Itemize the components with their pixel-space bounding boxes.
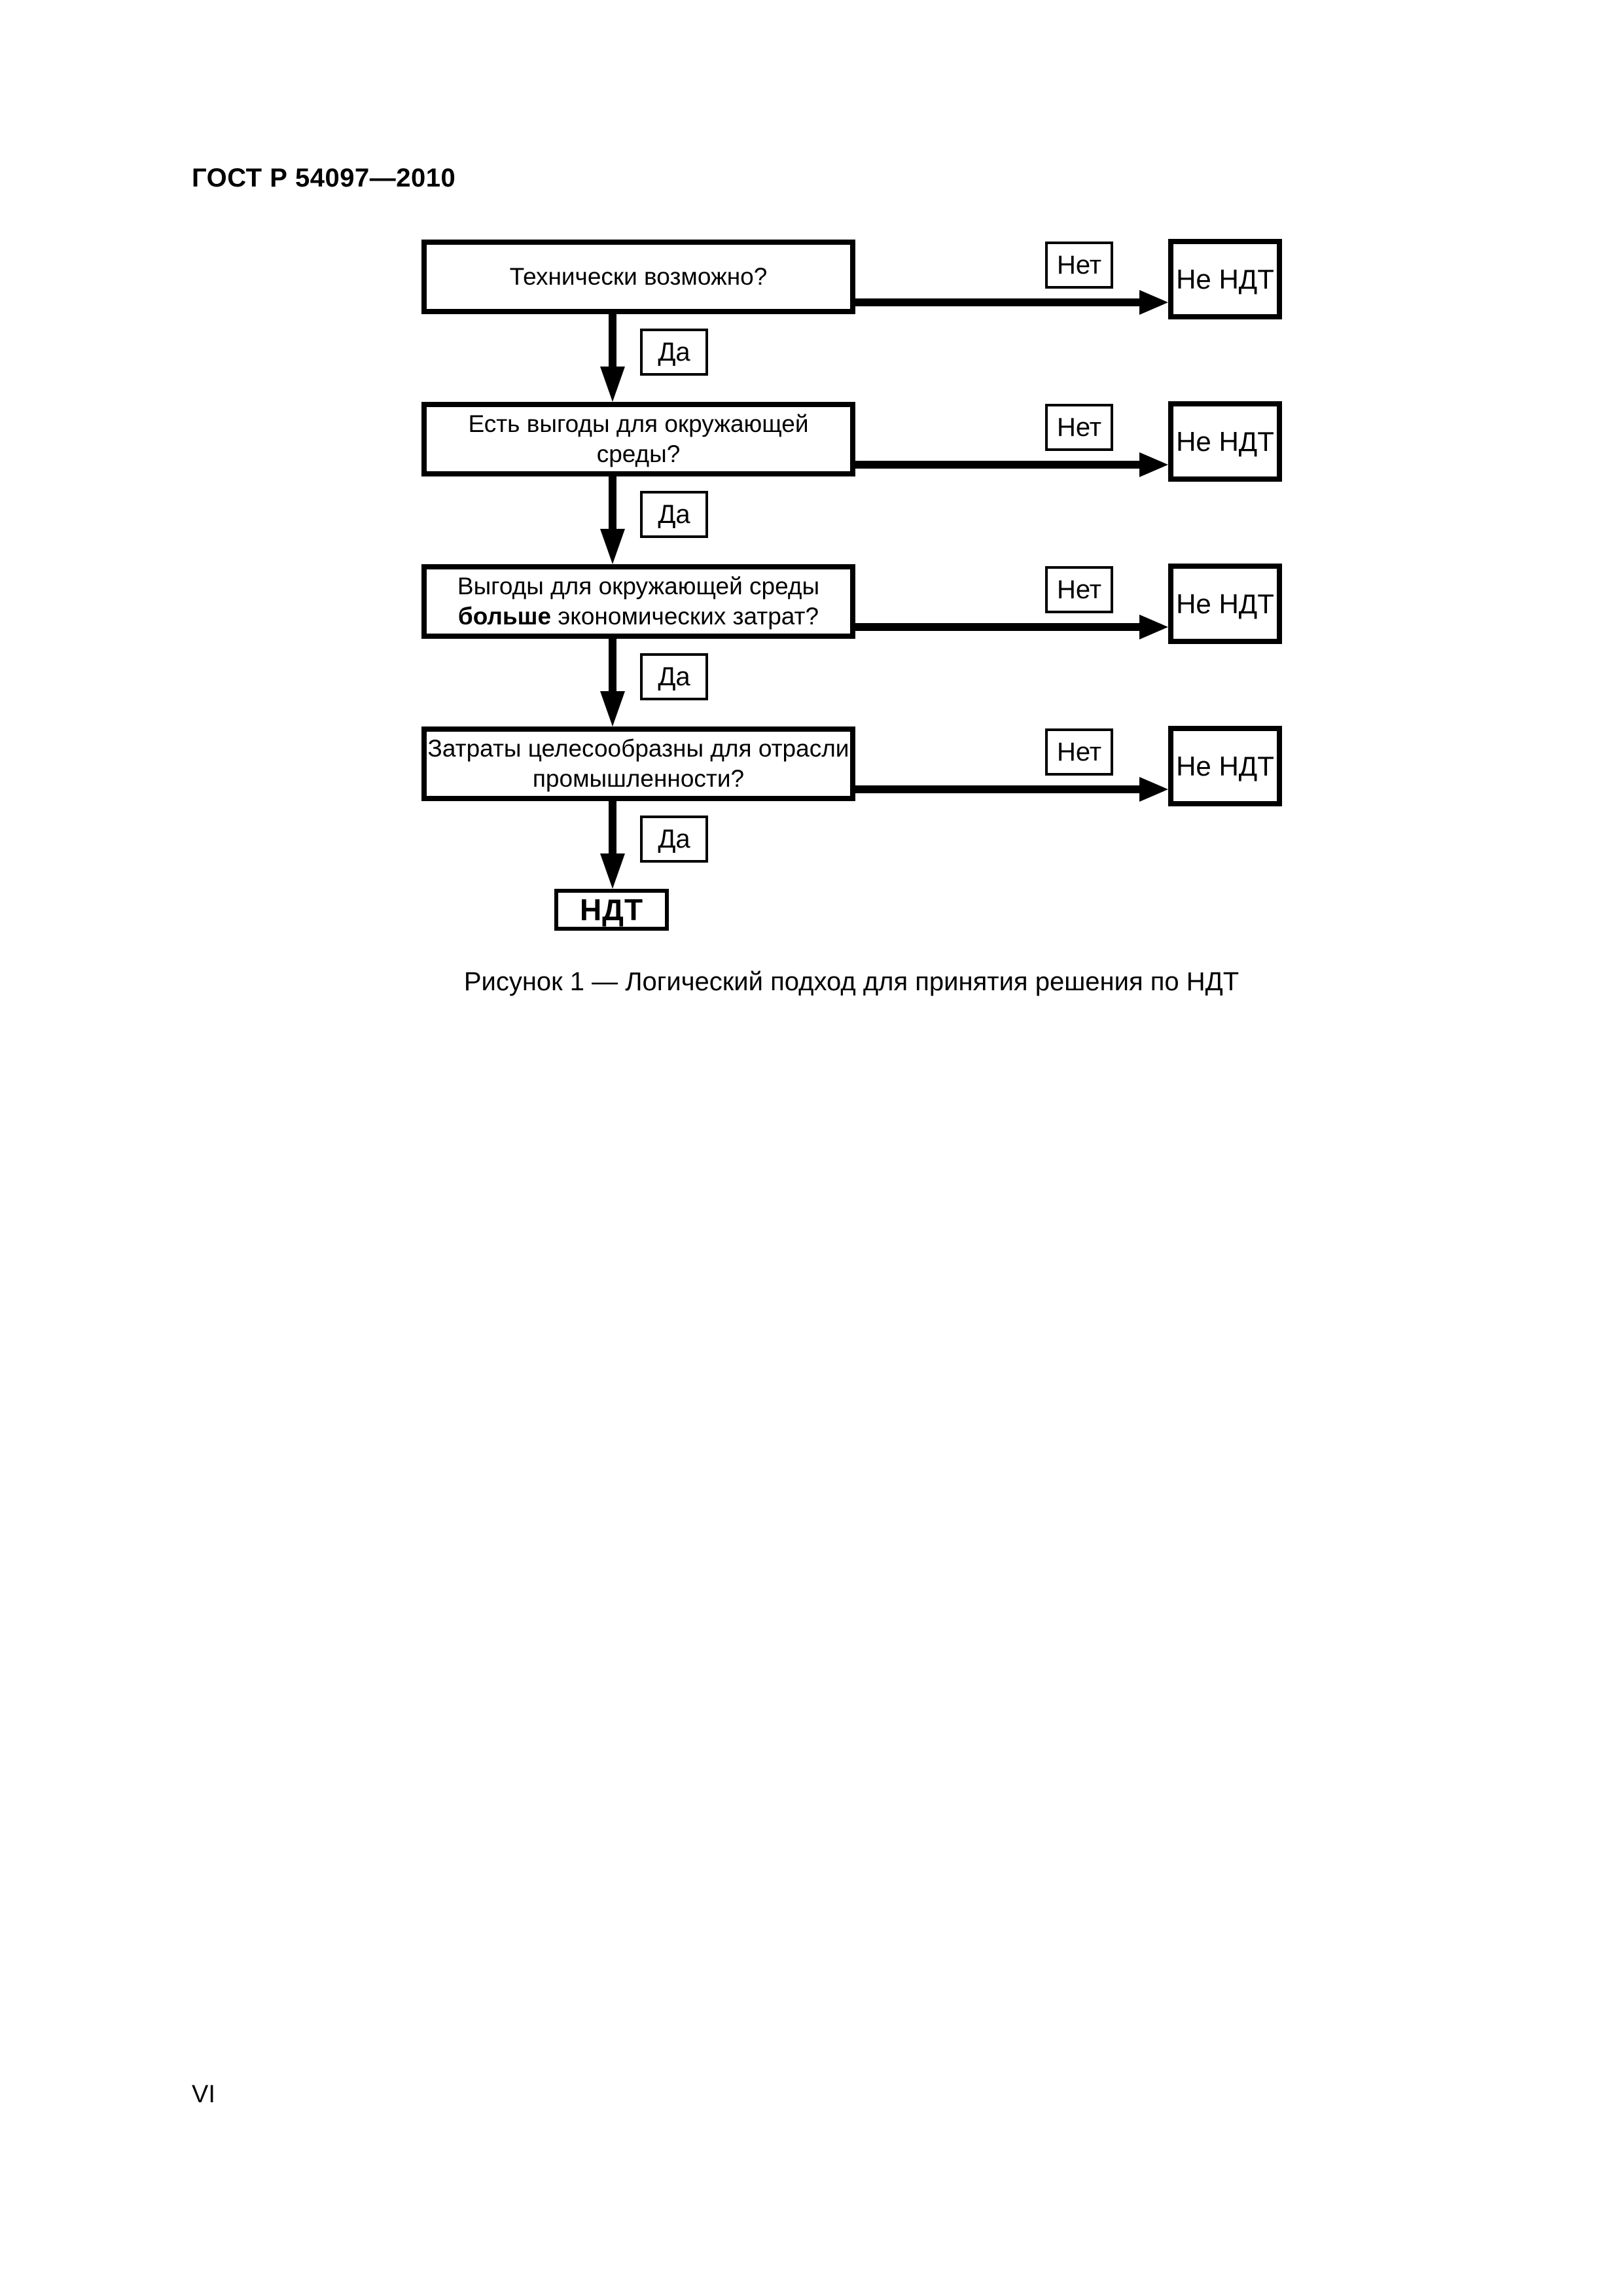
question-box-costs-reasonable: Затраты целесообразны для отрасли промыш… (421, 726, 855, 801)
no-label: Нет (1056, 412, 1102, 442)
no-label: Нет (1056, 737, 1102, 766)
question-text: Затраты целесообразны для отрасли (427, 735, 849, 762)
not-bat-label: Не НДТ (1176, 263, 1274, 295)
not-bat-label: Не НДТ (1176, 750, 1274, 781)
bat-box: НДТ (554, 889, 669, 931)
yes-label: Да (658, 499, 690, 529)
no-label-box: Нет (1045, 566, 1113, 613)
not-bat-box: Не НДТ (1168, 564, 1282, 644)
yes-label: Да (658, 337, 690, 367)
connector-down-line (609, 637, 616, 692)
arrow-down-icon (600, 367, 625, 402)
question-text: Есть выгоды для окружающей (468, 410, 809, 437)
yes-label-box: Да (640, 653, 708, 700)
question-text: промышленности? (532, 765, 745, 792)
question-text-rest: экономических затрат? (551, 603, 819, 630)
not-bat-box: Не НДТ (1168, 239, 1282, 319)
connector-down-line (609, 800, 616, 855)
no-label: Нет (1056, 575, 1102, 604)
arrow-down-icon (600, 691, 625, 726)
connector-right-line (851, 461, 1141, 469)
arrow-right-icon (1139, 777, 1168, 802)
yes-label-box: Да (640, 816, 708, 863)
arrow-down-icon (600, 853, 625, 889)
arrow-right-icon (1139, 452, 1168, 477)
question-text: среды? (596, 440, 681, 467)
not-bat-label: Не НДТ (1176, 425, 1274, 457)
document-header: ГОСТ Р 54097—2010 (192, 164, 456, 192)
connector-right-line (851, 785, 1141, 793)
no-label: Нет (1056, 250, 1102, 279)
question-text-bold: больше (457, 603, 552, 630)
not-bat-box: Не НДТ (1168, 401, 1282, 482)
yes-label: Да (658, 824, 690, 853)
no-label-box: Нет (1045, 242, 1113, 289)
question-box-technically-possible: Технически возможно? (421, 240, 855, 314)
figure-caption: Рисунок 1 — Логический подход для принят… (463, 967, 1240, 996)
question-text: Технически возможно? (509, 263, 768, 290)
connector-right-line (851, 298, 1141, 306)
no-label-box: Нет (1045, 404, 1113, 451)
question-text: Выгоды для окружающей среды (457, 573, 820, 600)
not-bat-box: Не НДТ (1168, 726, 1282, 806)
connector-down-line (609, 475, 616, 530)
yes-label: Да (658, 662, 690, 691)
yes-label-box: Да (640, 491, 708, 538)
yes-label-box: Да (640, 329, 708, 376)
arrow-down-icon (600, 529, 625, 564)
question-box-benefits-exceed-costs: Выгоды для окружающей среды больше эконо… (421, 564, 855, 639)
connector-right-line (851, 623, 1141, 631)
arrow-right-icon (1139, 615, 1168, 639)
bat-label: НДТ (579, 893, 644, 927)
no-label-box: Нет (1045, 728, 1113, 776)
arrow-right-icon (1139, 290, 1168, 315)
page-number: VI (192, 2081, 215, 2108)
connector-down-line (609, 313, 616, 368)
question-box-environment-benefits: Есть выгоды для окружающей среды? (421, 402, 855, 476)
question-text: больше экономических затрат? (458, 601, 819, 632)
not-bat-label: Не НДТ (1176, 588, 1274, 619)
